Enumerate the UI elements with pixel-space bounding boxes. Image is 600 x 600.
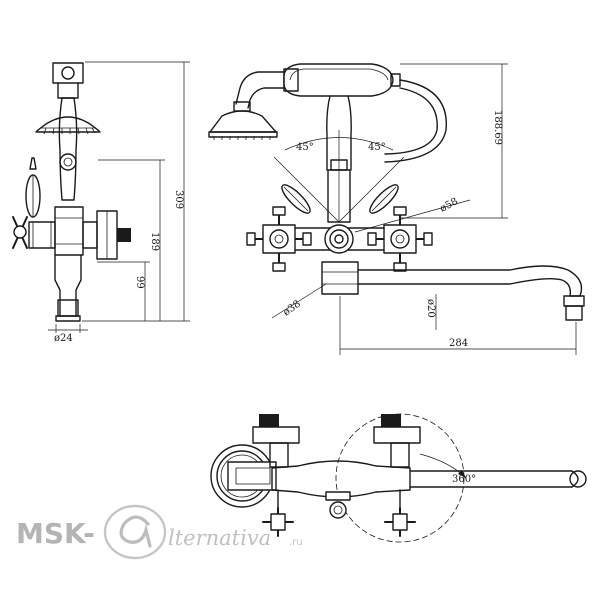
side-outlet bbox=[55, 315, 81, 322]
watermark-at-logo bbox=[103, 504, 167, 560]
side-spout bbox=[54, 254, 82, 317]
side-view: 309 189 99 ø24 bbox=[12, 61, 190, 344]
front-center-body bbox=[327, 169, 351, 223]
dim-front-45-right: 45° bbox=[368, 142, 386, 153]
side-diverter-knob bbox=[59, 153, 77, 171]
front-cross-handle-left bbox=[246, 206, 312, 272]
front-swan-spout bbox=[357, 265, 583, 297]
dim-front-diam-20: ø20 bbox=[425, 299, 436, 318]
front-view: 45° 45° bbox=[208, 63, 585, 355]
front-shower-head bbox=[209, 110, 277, 133]
front-shower-arm bbox=[235, 71, 285, 109]
dim-front-284: 284 bbox=[449, 338, 468, 349]
top-view: 360° bbox=[210, 413, 587, 543]
top-cross-left bbox=[262, 507, 294, 537]
front-spout-base bbox=[321, 261, 359, 295]
top-inlet-left bbox=[259, 414, 279, 427]
top-handset bbox=[227, 461, 277, 491]
side-wall-thread bbox=[117, 228, 131, 242]
top-spout-swivel bbox=[329, 501, 347, 519]
dim-front-45-left: 45° bbox=[296, 142, 314, 153]
watermark-script: lternativa bbox=[168, 526, 271, 550]
top-cross-right bbox=[384, 507, 416, 537]
top-spout-outlet bbox=[569, 470, 587, 488]
side-cradle-ring bbox=[61, 66, 75, 80]
watermark-domain: .ru bbox=[289, 537, 303, 548]
front-hose bbox=[384, 79, 447, 163]
front-spout-outlet bbox=[565, 305, 583, 321]
dim-side-309: 309 bbox=[173, 190, 184, 209]
front-shower-face bbox=[208, 131, 278, 138]
side-lever-handle bbox=[25, 174, 41, 218]
top-inlet-right bbox=[381, 414, 401, 427]
dim-side-99: 99 bbox=[134, 276, 145, 289]
dim-front-diam-58: ø58 bbox=[438, 196, 460, 215]
side-cradle-top bbox=[52, 62, 84, 84]
front-handset-handle bbox=[283, 63, 394, 97]
side-handset-grip bbox=[58, 97, 78, 201]
top-flange-right bbox=[373, 426, 421, 444]
dim-top-360: 360° bbox=[452, 474, 476, 485]
top-spout bbox=[409, 470, 573, 488]
watermark: MSK- lternativa .ru bbox=[16, 504, 303, 560]
top-body bbox=[271, 460, 411, 498]
front-lever-right bbox=[369, 184, 399, 214]
top-flange-left bbox=[252, 426, 300, 444]
side-body-block bbox=[54, 206, 84, 256]
dim-front-diam-38: ø38 bbox=[281, 299, 303, 319]
front-cover-ring bbox=[324, 224, 354, 254]
front-lever-left bbox=[281, 184, 311, 214]
watermark-brand: MSK- bbox=[16, 517, 95, 550]
dim-side-diam-24: ø24 bbox=[54, 333, 73, 344]
side-shower-head bbox=[35, 116, 101, 133]
front-cross-handle-right bbox=[367, 206, 433, 272]
dim-front-188-69: 188.69 bbox=[492, 110, 503, 145]
side-cradle-neck bbox=[57, 82, 79, 99]
dim-side-189: 189 bbox=[149, 232, 160, 251]
front-cradle-stem bbox=[326, 95, 352, 171]
